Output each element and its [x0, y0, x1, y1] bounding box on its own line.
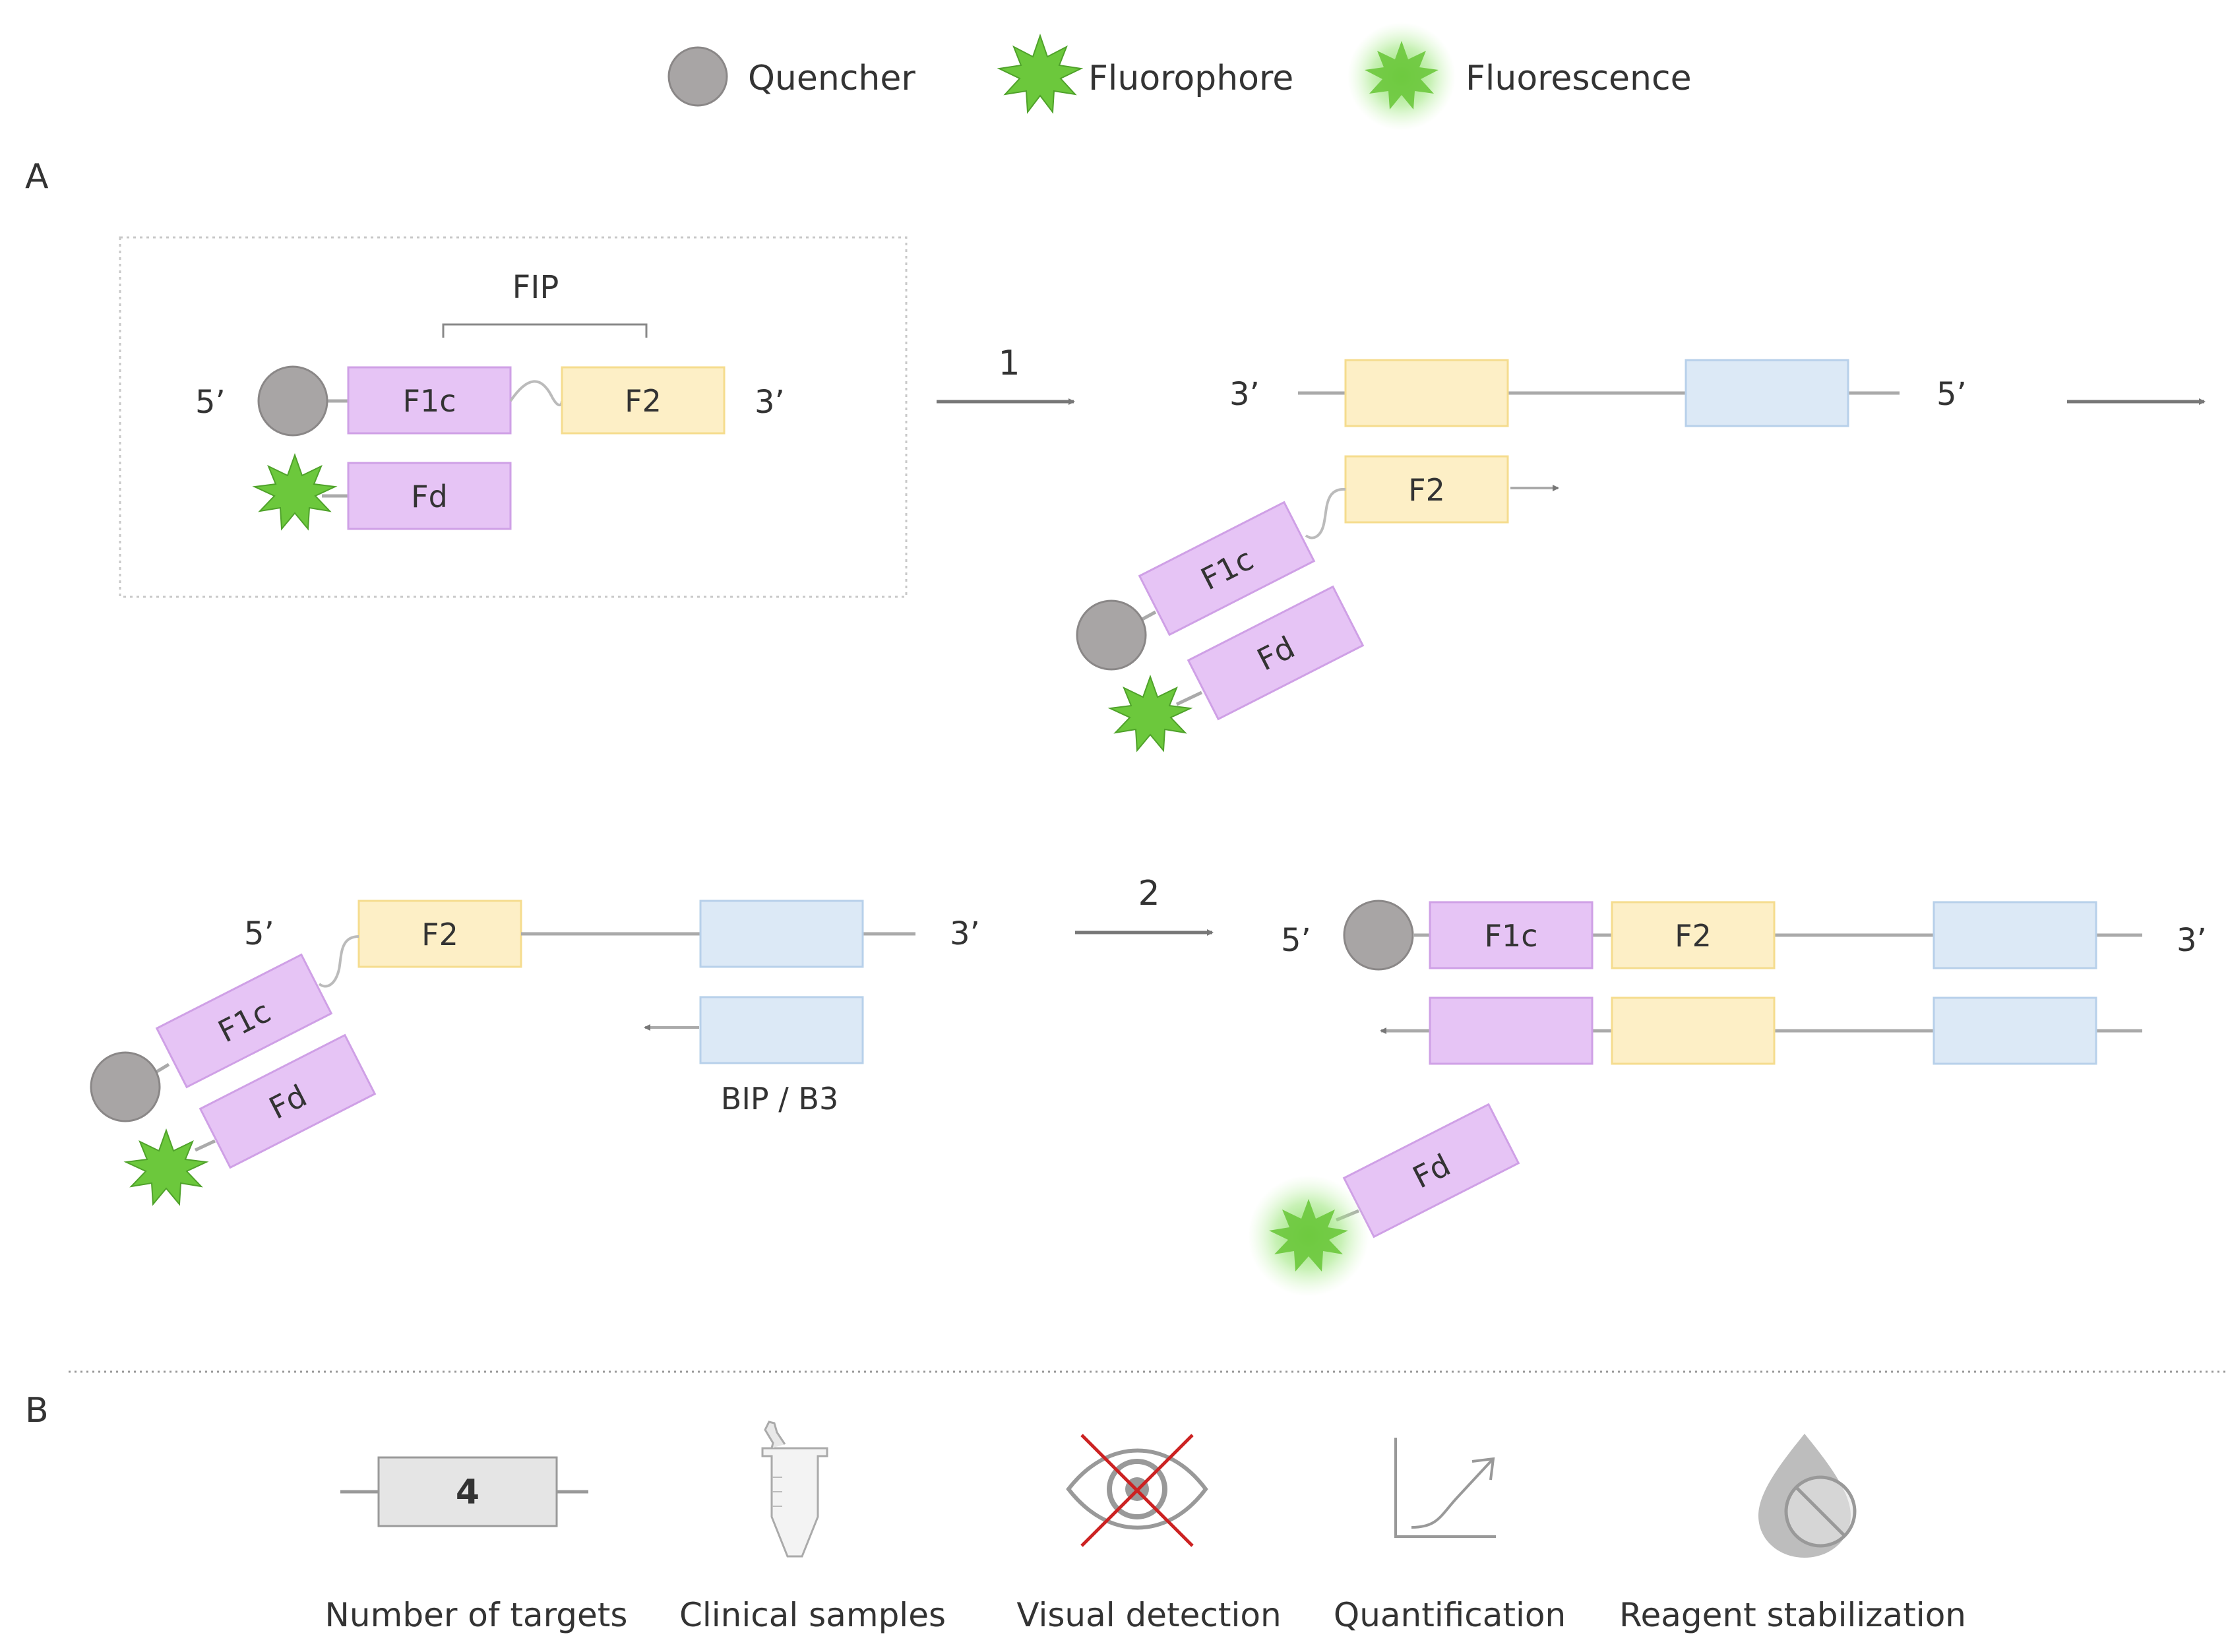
f2-segment [561, 366, 726, 435]
b-region [1685, 359, 1849, 427]
f2-complement-segment [1611, 996, 1776, 1065]
linker-loop [318, 935, 359, 988]
f2-label: F2 [1675, 918, 1712, 954]
five-prime-label: 5’ [244, 915, 274, 952]
quencher-link [154, 1062, 170, 1074]
fluorophore-icon [252, 453, 338, 531]
quantification-item: Quantification [1334, 1438, 1566, 1634]
stabil-label: Reagent stabilization [1619, 1596, 1966, 1634]
quencher-icon [667, 46, 728, 107]
legend-fluorescence-label: Fluorescence [1466, 59, 1692, 98]
crossed-eye-icon [1066, 1434, 1208, 1547]
visual-label: Visual detection [1016, 1596, 1281, 1634]
legend-quencher-label: Quencher [748, 59, 915, 98]
clinical-label: Clinical samples [679, 1596, 946, 1634]
visual-detection-item: Visual detection [1016, 1434, 1282, 1634]
legend: Quencher Fluorophore Fluorescence [667, 22, 1692, 131]
template-strand-top: 3’ 5’ [1229, 359, 2206, 427]
released-fd-probe: Fd [1248, 1103, 1520, 1297]
fluorophore-link [1175, 690, 1203, 706]
double-strand-product: 5’ F1c F2 3’ [1281, 900, 2207, 1065]
probe-box-border [119, 236, 908, 598]
linker-loop [1305, 487, 1346, 539]
fluorescence-star-icon [1365, 41, 1439, 109]
step-2-arrow-group: 2 [1075, 874, 1214, 936]
f1c-label: F1c [1484, 918, 1537, 954]
probe-box: FIP 5’ F1c F2 3’ Fd [119, 236, 908, 598]
fluorophore-icon [1269, 1199, 1348, 1271]
targets-label: Number of targets [325, 1596, 628, 1634]
quencher-icon [257, 365, 328, 437]
quant-label: Quantification [1334, 1596, 1566, 1634]
step-1-label: 1 [998, 344, 1020, 383]
reagent-stabilization-item: Reagent stabilization [1619, 1434, 1966, 1634]
f2-label: F2 [421, 917, 458, 952]
fip-label: FIP [512, 269, 559, 306]
b-region [1933, 901, 2097, 969]
fip-bracket [442, 323, 648, 338]
f1c-segment [155, 953, 333, 1089]
chart-trend-icon [1394, 1438, 1496, 1538]
b-region [699, 900, 864, 968]
f1-complement-segment [1429, 996, 1594, 1065]
clinical-samples-item: Clinical samples [679, 1421, 946, 1634]
f2c-region [1344, 359, 1509, 427]
panel-b-label: B [25, 1391, 49, 1430]
template-strand-bottom-left: 5’ F2 3’ F1c Fd BIP / B3 [90, 900, 980, 1206]
quencher-link [1140, 610, 1157, 622]
linker-loop [509, 380, 563, 407]
f1c-segment [1138, 501, 1316, 636]
three-prime-label: 3’ [2177, 922, 2207, 959]
f2-label: F2 [625, 383, 662, 419]
f2-label: F2 [1408, 472, 1445, 508]
fd-segment [199, 1033, 377, 1169]
fd-segment [347, 462, 512, 530]
step-2-label: 2 [1138, 874, 1160, 913]
five-prime-label: 5’ [1936, 376, 1967, 413]
annealed-probe-1: F2 F1c Fd [1076, 455, 1559, 752]
fd-label: Fd [411, 479, 448, 514]
b-complement-region [1933, 996, 2097, 1065]
bip-b3-primer [699, 996, 864, 1064]
f1c-label: F1c [402, 383, 456, 419]
f2-segment [1611, 901, 1776, 969]
targets-box [377, 1456, 558, 1527]
step-1-arrow-group: 1 [937, 344, 1075, 405]
fluorophore-link [194, 1139, 216, 1152]
number-of-targets-item: 4 Number of targets [325, 1456, 628, 1634]
three-prime-label: 3’ [755, 384, 785, 421]
fluorophore-icon [1107, 675, 1193, 752]
quencher-icon [1343, 900, 1414, 971]
quencher-icon [90, 1051, 161, 1122]
tube-icon [761, 1421, 828, 1558]
legend-fluorophore-label: Fluorophore [1088, 59, 1293, 98]
three-prime-label: 3’ [950, 915, 980, 952]
targets-count: 4 [456, 1473, 480, 1512]
bip-b3-label: BIP / B3 [721, 1081, 838, 1117]
five-prime-label: 5’ [1281, 922, 1311, 959]
five-prime-label: 5’ [195, 384, 226, 421]
panel-a-label: A [25, 157, 49, 197]
quencher-icon [1076, 599, 1147, 671]
three-prime-label: 3’ [1229, 376, 1260, 413]
fluorophore-icon [123, 1128, 209, 1206]
fd-segment [1187, 585, 1365, 721]
drop-no-icon [1758, 1434, 1857, 1558]
f1c-segment [347, 366, 512, 435]
f1c-segment [1429, 901, 1594, 969]
fluorophore-icon [997, 33, 1084, 114]
